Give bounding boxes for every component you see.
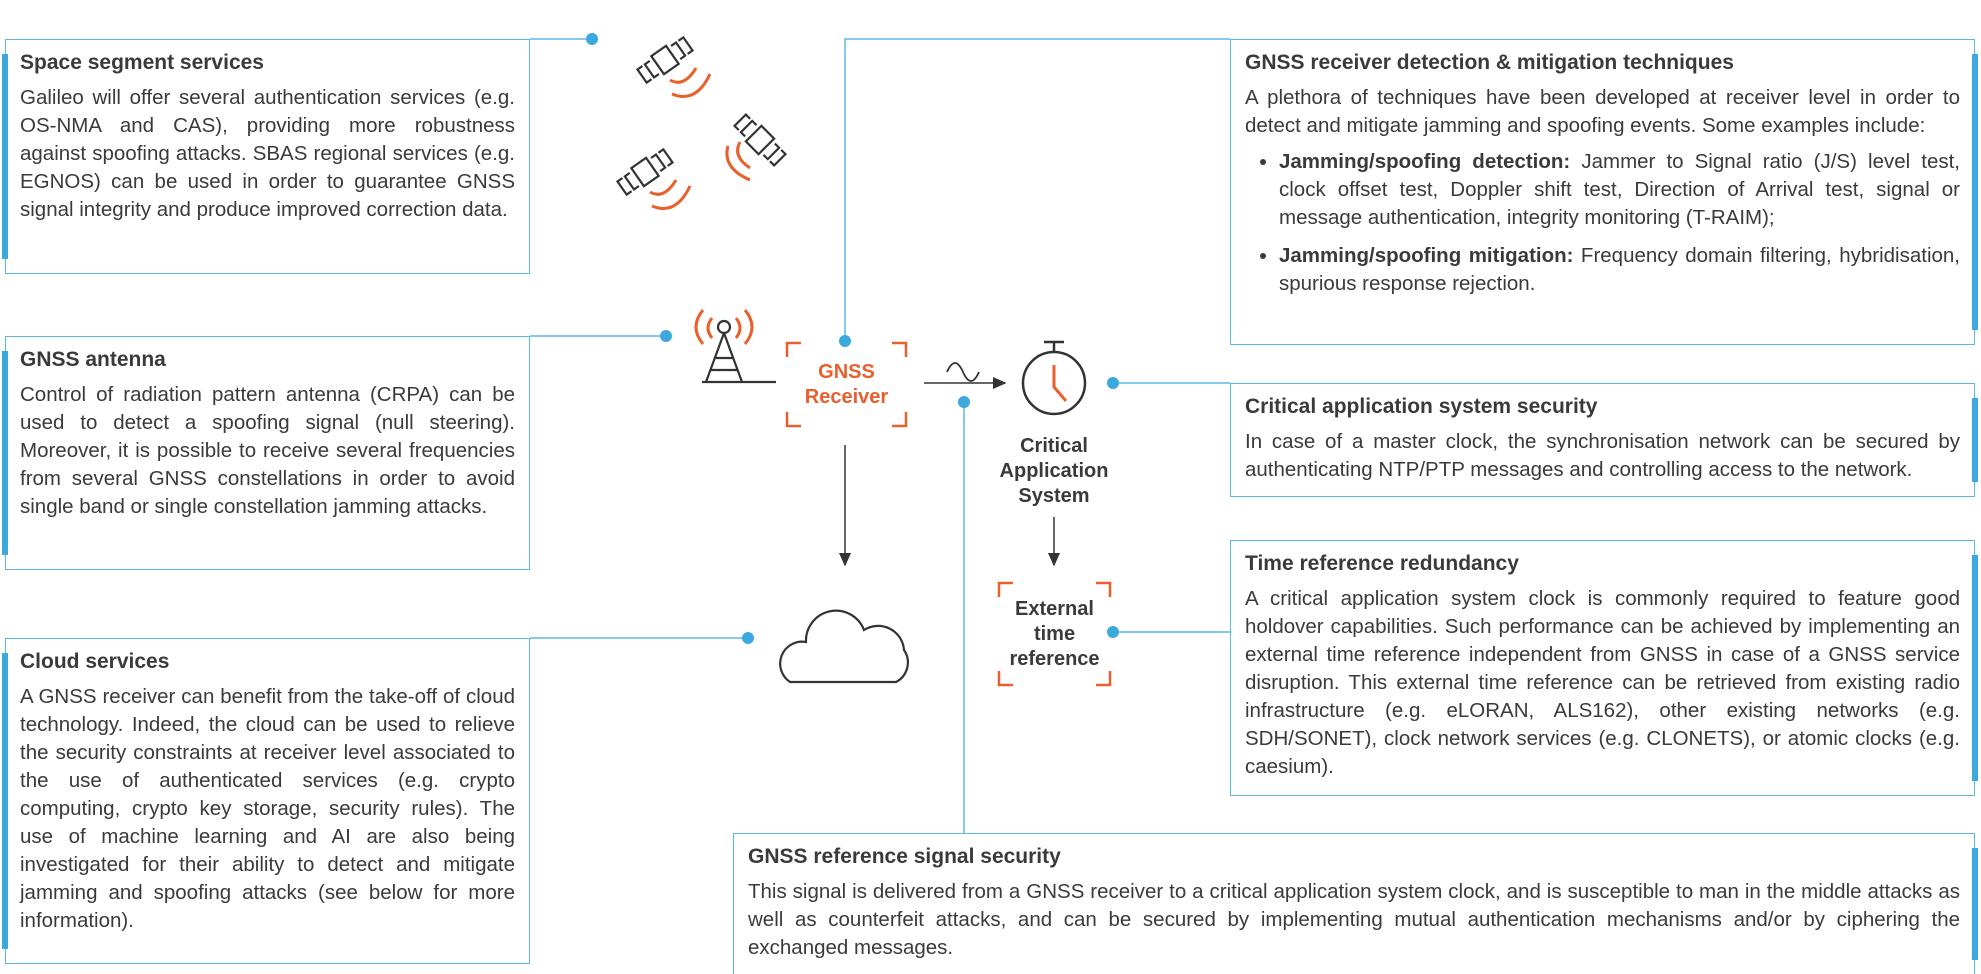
- connector-dot: [742, 632, 754, 644]
- receiver-frame: [785, 341, 908, 428]
- receiver-detection-box: GNSS receiver detection & mitigation tec…: [1230, 39, 1978, 345]
- box-title: GNSS receiver detection & mitigation tec…: [1245, 51, 1734, 74]
- critical-system-label: Critical Application System: [999, 435, 1109, 507]
- box-title: Cloud services: [20, 650, 170, 673]
- box-title: Space segment services: [20, 51, 264, 74]
- box-body: Galileo will offer several authenticatio…: [20, 86, 515, 221]
- box-title: Critical application system security: [1245, 395, 1598, 418]
- clock-icon: [1021, 340, 1087, 416]
- box-body: In case of a master clock, the synchroni…: [1245, 430, 1960, 481]
- external-time-label: External time reference: [1009, 598, 1100, 670]
- critical-security-box: Critical application system security In …: [1230, 383, 1978, 497]
- accent-bar: [1972, 398, 1978, 482]
- cloud-services-box: Cloud services A GNSS receiver can benef…: [2, 638, 530, 964]
- box-title: GNSS reference signal security: [748, 845, 1061, 868]
- accent-bar: [2, 54, 8, 259]
- connector-dot: [958, 396, 970, 408]
- box-body: Control of radiation pattern antenna (CR…: [20, 383, 515, 518]
- gnss-receiver-label: GNSS Receiver: [804, 361, 889, 408]
- sine-wave-icon: [946, 362, 980, 382]
- connector-dot: [660, 330, 672, 342]
- box-body: This signal is delivered from a GNSS rec…: [748, 880, 1960, 959]
- connector-dot: [839, 335, 851, 347]
- technique-list: Jamming/spoofing detection: Jammer to Si…: [1245, 148, 1960, 298]
- list-item: Jamming/spoofing mitigation: Frequency d…: [1279, 242, 1960, 298]
- accent-bar: [2, 653, 8, 949]
- accent-bar: [2, 351, 8, 555]
- reference-signal-box: GNSS reference signal security This sign…: [733, 833, 1978, 974]
- connector-dot: [1107, 377, 1119, 389]
- satellite-icon: [635, 35, 695, 85]
- accent-bar: [1972, 555, 1978, 781]
- list-item: Jamming/spoofing detection: Jammer to Si…: [1279, 148, 1960, 232]
- accent-bar: [1972, 54, 1978, 330]
- cloud-icon: [779, 609, 909, 684]
- accent-bar: [1972, 848, 1978, 960]
- satellite-icon: [615, 147, 675, 197]
- box-body: A critical application system clock is c…: [1245, 587, 1960, 778]
- box-title: Time reference redundancy: [1245, 552, 1519, 575]
- satellite-icon: [732, 112, 788, 168]
- connector-receiver-detection: [844, 38, 1230, 341]
- connector-dot: [1107, 626, 1119, 638]
- box-body: A plethora of techniques have been devel…: [1245, 86, 1960, 137]
- box-body: A GNSS receiver can benefit from the tak…: [20, 685, 515, 932]
- external-time-frame: [997, 581, 1112, 687]
- box-title: GNSS antenna: [20, 348, 166, 371]
- time-redundancy-box: Time reference redundancy A critical app…: [1230, 540, 1978, 796]
- antenna-tower-icon: [702, 319, 776, 384]
- gnss-antenna-box: GNSS antenna Control of radiation patter…: [2, 336, 530, 570]
- connector-dot: [586, 33, 598, 45]
- space-segment-box: Space segment services Galileo will offe…: [2, 39, 530, 274]
